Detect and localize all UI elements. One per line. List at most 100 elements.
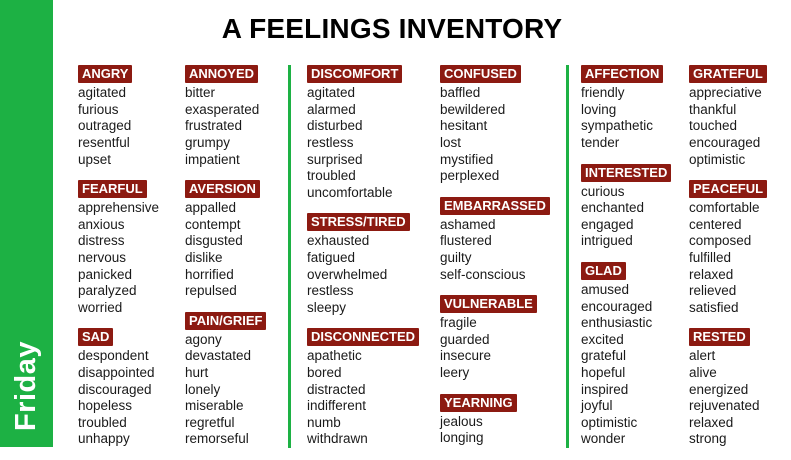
feeling-word: amused <box>581 281 630 297</box>
category-badge: AVERSION <box>185 180 260 199</box>
feeling-word: grateful <box>581 348 627 364</box>
feeling-word: relieved <box>689 283 737 299</box>
feeling-word: disappointed <box>78 364 155 380</box>
feeling-word: sleepy <box>307 299 347 315</box>
feeling-word: agitated <box>78 85 127 101</box>
feeling-word: comfortable <box>689 200 760 216</box>
feeling-word: bewildered <box>440 101 506 117</box>
feeling-word: exasperated <box>185 101 260 117</box>
feeling-word: guarded <box>440 331 490 347</box>
feeling-word: repulsed <box>185 283 237 299</box>
feeling-word: encouraged <box>689 134 761 150</box>
feeling-word: dislike <box>185 249 223 265</box>
feeling-word: distress <box>78 233 125 249</box>
feeling-word: unhappy <box>78 431 130 447</box>
feeling-word: appalled <box>185 200 237 216</box>
feeling-word: hopeless <box>78 398 133 414</box>
feeling-word: leery <box>440 364 470 380</box>
feeling-word: friendly <box>581 85 625 101</box>
category-badge: GRATEFUL <box>689 65 767 84</box>
feeling-word: anxious <box>78 216 125 232</box>
feeling-word: baffled <box>440 85 481 101</box>
feeling-word: restless <box>307 134 354 150</box>
category-badge: GLAD <box>581 261 626 280</box>
feeling-word: paralyzed <box>78 283 137 299</box>
category-badge: PAIN/GRIEF <box>185 311 267 330</box>
feeling-word: relaxed <box>689 266 734 282</box>
feeling-word: upset <box>78 151 112 167</box>
feeling-word: optimistic <box>581 414 638 430</box>
feeling-word: bored <box>307 364 342 380</box>
category-badge: DISCOMFORT <box>307 65 403 84</box>
feeling-word: despondent <box>78 348 149 364</box>
feeling-word: alarmed <box>307 101 356 117</box>
category-badge: SAD <box>78 328 114 347</box>
feeling-word: curious <box>581 183 625 199</box>
feeling-word: grumpy <box>185 134 231 150</box>
feeling-word: composed <box>689 233 752 249</box>
vertical-divider <box>566 65 569 448</box>
feeling-word: jealous <box>440 413 483 429</box>
feeling-word: rejuvenated <box>689 398 760 414</box>
feeling-word: flustered <box>440 233 492 249</box>
feeling-word: miserable <box>185 398 244 414</box>
feeling-word: surprised <box>307 151 363 167</box>
feeling-word: ashamed <box>440 216 496 232</box>
feeling-word: alive <box>689 364 717 380</box>
category-badge: EMBARRASSED <box>440 196 550 215</box>
sidebar-day-label: Friday <box>10 340 42 431</box>
category-badge: DISCONNECTED <box>307 328 420 347</box>
feeling-word: overwhelmed <box>307 266 388 282</box>
category-badge: VULNERABLE <box>440 295 537 314</box>
feeling-word: fulfilled <box>689 249 732 265</box>
category-badge: CONFUSED <box>440 65 521 84</box>
feeling-word: joyful <box>581 398 613 414</box>
feeling-word: longing <box>440 430 484 446</box>
feeling-word: panicked <box>78 266 133 282</box>
feeling-word: numb <box>307 414 341 430</box>
feeling-word: agony <box>185 331 222 347</box>
feeling-word: contempt <box>185 216 241 232</box>
feeling-word: sympathetic <box>581 118 654 134</box>
feeling-word: horrified <box>185 266 234 282</box>
category-badge: ANNOYED <box>185 65 259 84</box>
category-badge: PEACEFUL <box>689 180 768 199</box>
feeling-word: restless <box>307 283 354 299</box>
feeling-word: tender <box>581 134 620 150</box>
feeling-word: touched <box>689 118 738 134</box>
feeling-word: outraged <box>78 118 132 134</box>
feeling-word: energized <box>689 381 749 397</box>
feeling-word: agitated <box>307 85 356 101</box>
feeling-word: self-conscious <box>440 266 526 282</box>
feeling-word: nervous <box>78 249 127 265</box>
feeling-word: hesitant <box>440 118 488 134</box>
feeling-word: worried <box>78 299 123 315</box>
feeling-word: discouraged <box>78 381 152 397</box>
feeling-word: remorseful <box>185 431 249 447</box>
feeling-word: indifferent <box>307 398 367 414</box>
